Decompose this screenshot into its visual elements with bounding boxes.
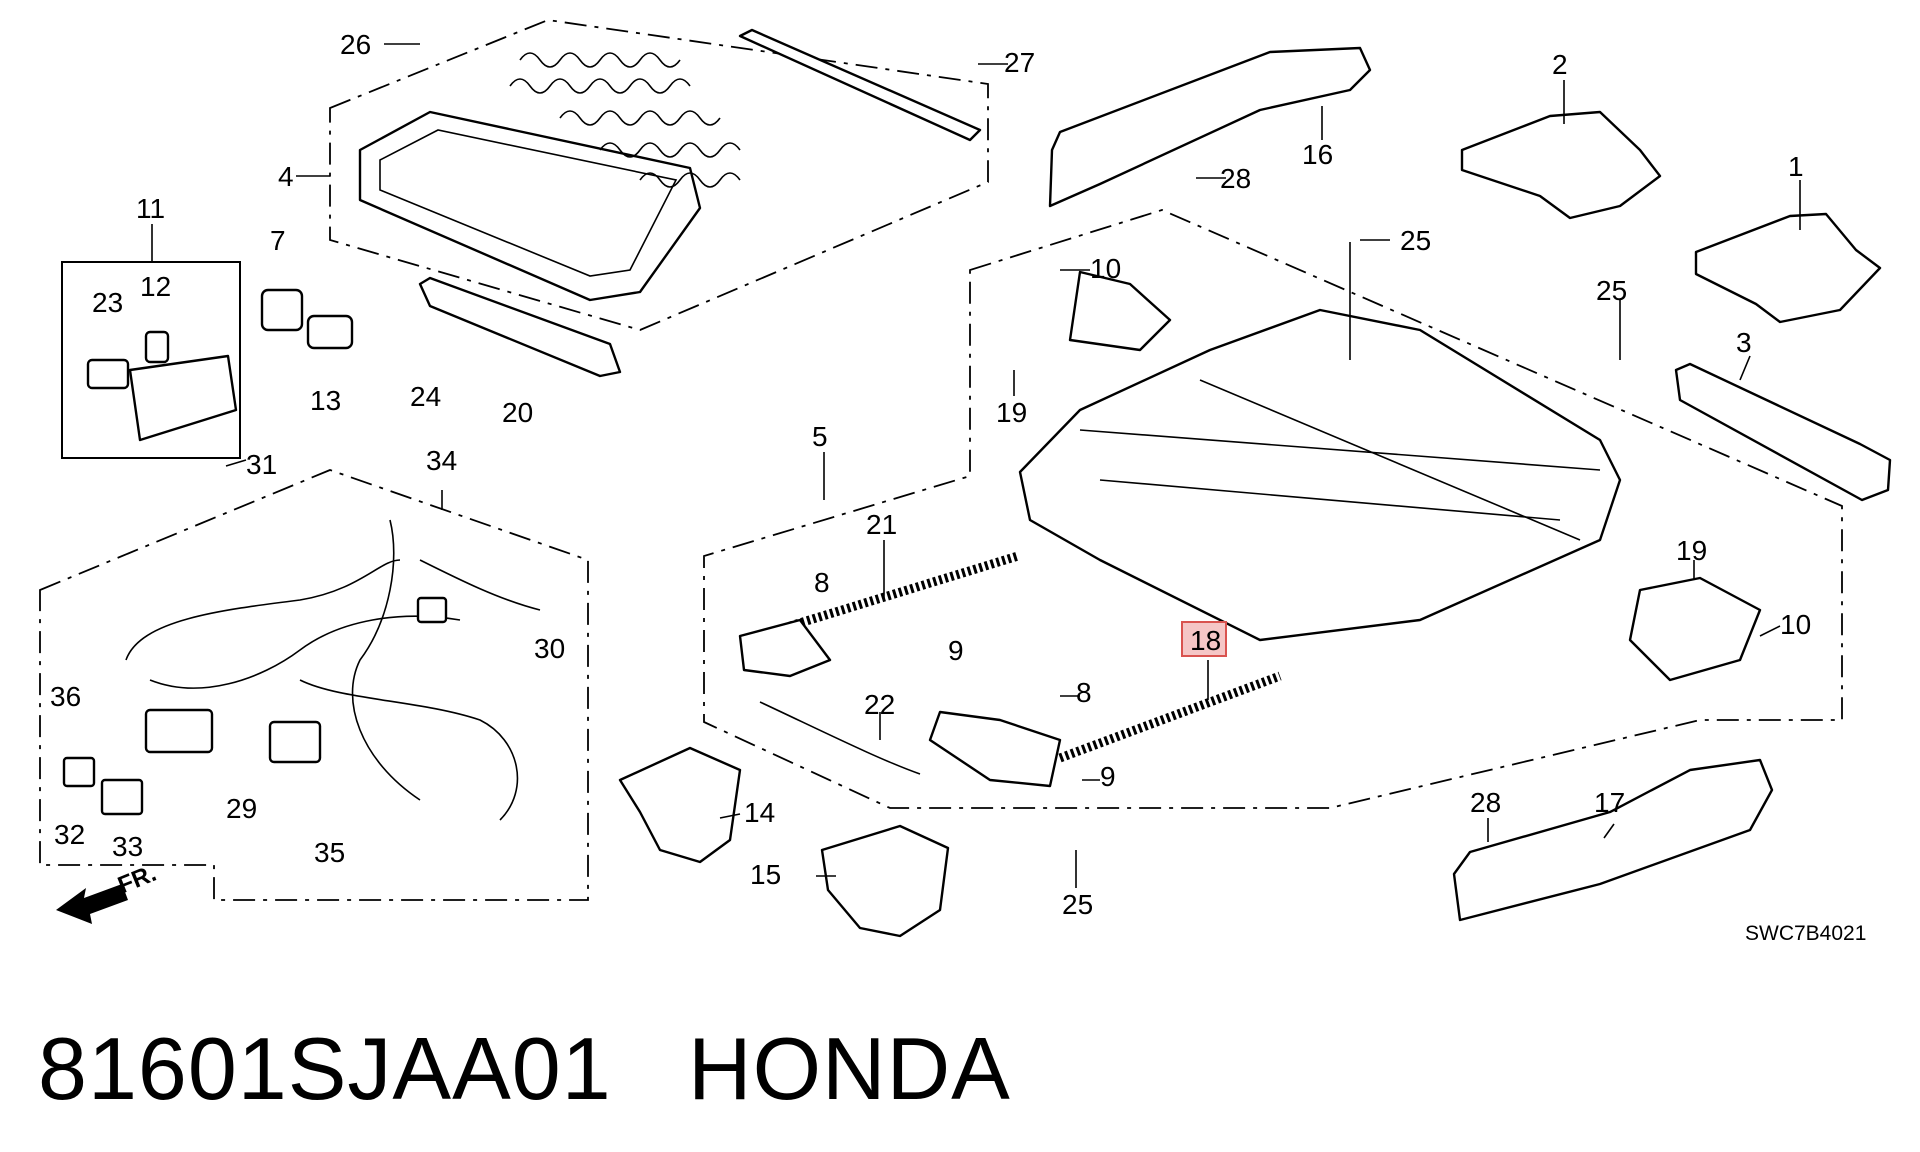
seat-adjuster-frame[interactable] xyxy=(1018,270,1762,682)
callout-17: 17 xyxy=(1594,787,1625,818)
leader-lines xyxy=(151,43,1801,888)
connector-13[interactable] xyxy=(306,314,354,350)
callout-30: 30 xyxy=(534,633,565,664)
callout-32: 32 xyxy=(54,819,85,850)
callout-25c: 25 xyxy=(1062,889,1093,920)
callout-28a: 28 xyxy=(1220,163,1251,194)
outer-side-cover[interactable] xyxy=(1048,46,1372,208)
front-arrow-icon xyxy=(56,884,128,924)
switch-assembly[interactable] xyxy=(86,330,238,442)
end-cap-15[interactable] xyxy=(820,824,950,938)
relay-33[interactable] xyxy=(100,778,144,816)
inner-side-cover[interactable] xyxy=(1452,758,1774,922)
callout-22: 22 xyxy=(864,689,895,720)
callout-18: 18 xyxy=(1190,625,1221,656)
callout-25a: 25 xyxy=(1400,225,1431,256)
callout-2: 2 xyxy=(1552,49,1568,80)
part-number-caption: 81601SJAA01 HONDA xyxy=(38,1018,1011,1120)
callout-11: 11 xyxy=(136,193,165,224)
cover-part-2[interactable] xyxy=(1460,110,1662,220)
slide-screw-upper[interactable] xyxy=(738,551,1020,678)
callout-5: 5 xyxy=(812,421,828,452)
highlight-box xyxy=(1181,621,1227,657)
flex-cable[interactable] xyxy=(759,701,921,775)
seat-pan-frame[interactable] xyxy=(358,28,982,302)
group-outlines xyxy=(39,19,1843,901)
diagram-code: SWC7B4021 xyxy=(1745,922,1867,945)
wire-harness[interactable] xyxy=(125,519,541,821)
callout-3: 3 xyxy=(1736,327,1752,358)
callout-29: 29 xyxy=(226,793,257,824)
callout-labels: 1 2 3 4 5 7 8 8 9 9 10 10 11 12 13 14 15… xyxy=(50,29,1811,920)
callout-28b: 28 xyxy=(1470,787,1501,818)
callout-8b: 8 xyxy=(1076,677,1092,708)
callout-14: 14 xyxy=(744,797,775,828)
cover-part-3[interactable] xyxy=(1674,362,1892,502)
callout-4: 4 xyxy=(278,161,294,192)
slide-screw-lower[interactable] xyxy=(928,671,1282,788)
callout-9b: 9 xyxy=(1100,761,1116,792)
callout-7: 7 xyxy=(270,225,286,256)
callout-20: 20 xyxy=(502,397,533,428)
callout-15: 15 xyxy=(750,859,781,890)
cover-part-1[interactable] xyxy=(1694,212,1882,324)
callout-13: 13 xyxy=(310,385,341,416)
callout-26: 26 xyxy=(340,29,371,60)
callout-35: 35 xyxy=(314,837,345,868)
callout-9a: 9 xyxy=(948,635,964,666)
connector-7[interactable] xyxy=(260,288,304,332)
callout-33: 33 xyxy=(112,831,143,862)
callout-31: 31 xyxy=(246,449,277,480)
callout-1: 1 xyxy=(1788,151,1804,182)
callout-21: 21 xyxy=(866,509,897,540)
callout-27: 27 xyxy=(1004,47,1035,78)
callout-23: 23 xyxy=(92,287,123,318)
callout-34: 34 xyxy=(426,445,457,476)
callout-16: 16 xyxy=(1302,139,1333,170)
callout-10b: 10 xyxy=(1780,609,1811,640)
callout-36: 36 xyxy=(50,681,81,712)
brand-name: HONDA xyxy=(688,1019,1011,1118)
callout-25b: 25 xyxy=(1596,275,1627,306)
callout-19a: 19 xyxy=(996,397,1027,428)
callout-19b: 19 xyxy=(1676,535,1707,566)
callout-12: 12 xyxy=(140,271,171,302)
part-number: 81601SJAA01 xyxy=(38,1019,612,1118)
callout-8a: 8 xyxy=(814,567,830,598)
callout-24: 24 xyxy=(410,381,441,412)
callout-10a: 10 xyxy=(1090,253,1121,284)
end-cap-14[interactable] xyxy=(618,746,742,864)
relay-32[interactable] xyxy=(62,756,96,788)
seat-rail-trim[interactable] xyxy=(418,276,622,378)
